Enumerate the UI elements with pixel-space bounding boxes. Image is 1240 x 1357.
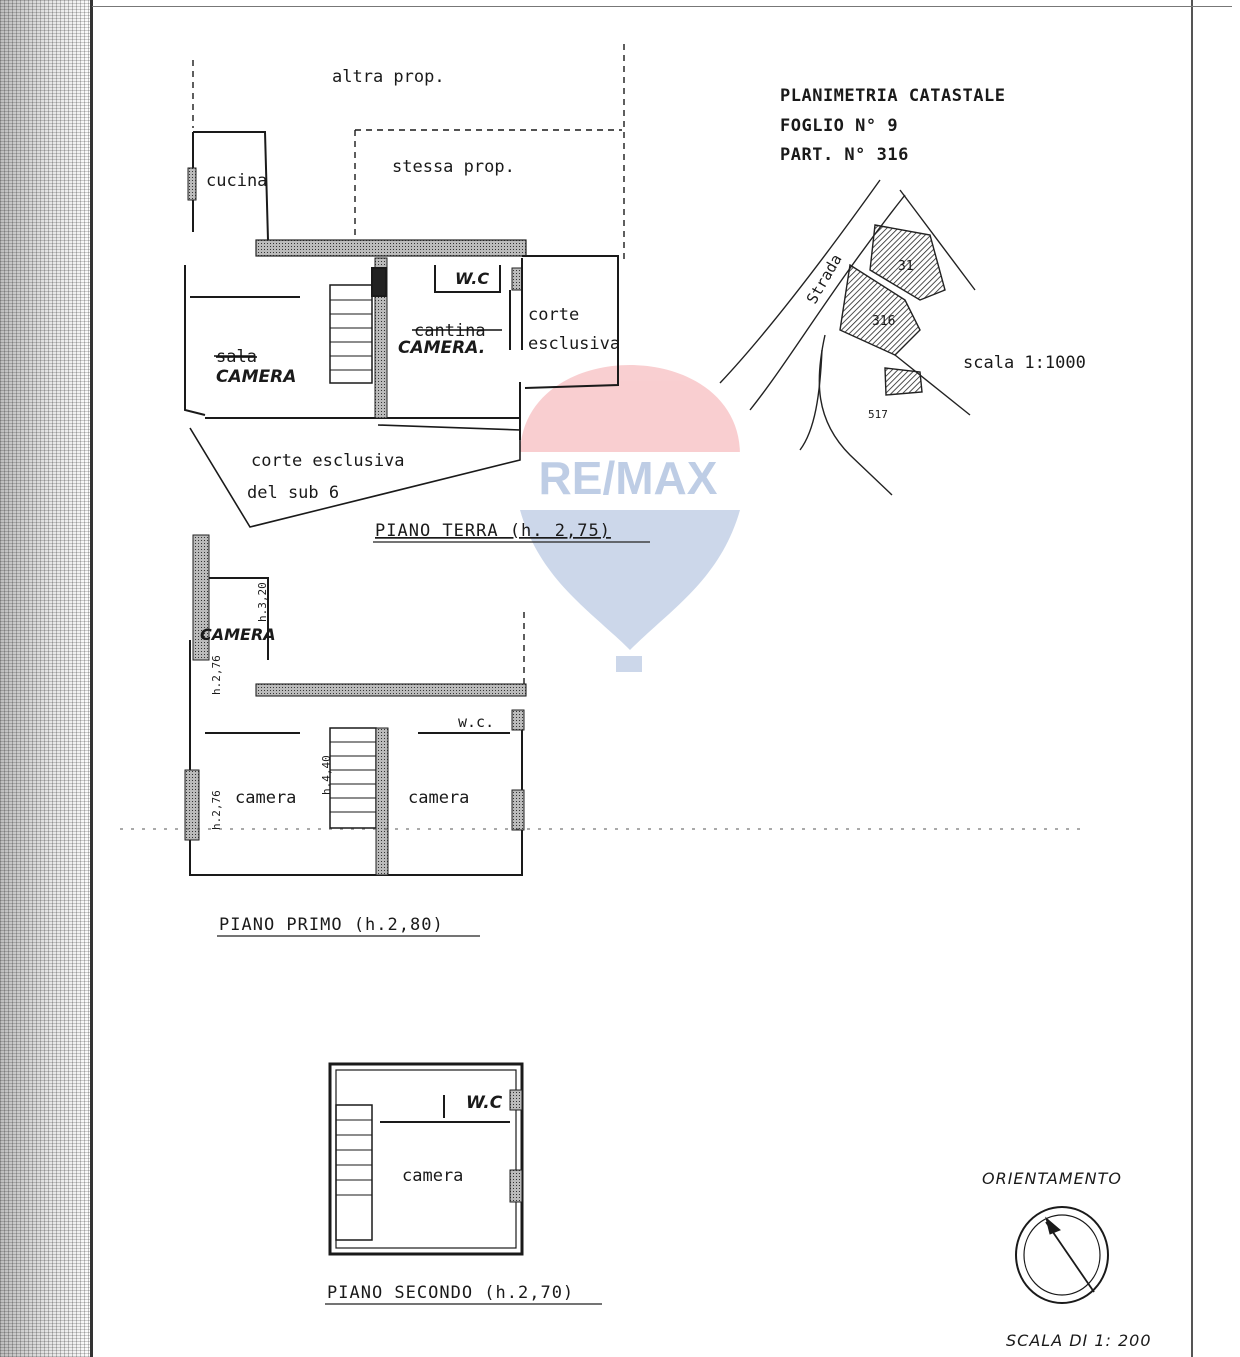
ground-room-right: CAMERA. bbox=[398, 338, 485, 358]
parcel-316-hatch bbox=[839, 263, 921, 356]
first-room-left: camera bbox=[235, 788, 296, 808]
second-room-camera: camera bbox=[402, 1166, 463, 1186]
ground-room-left: CAMERA bbox=[216, 367, 296, 387]
first-h-top: h.3,20 bbox=[256, 582, 269, 622]
site-plan bbox=[719, 179, 976, 496]
ground-label-other-prop: altra prop. bbox=[332, 67, 445, 87]
ground-label-same-prop: stessa prop. bbox=[392, 157, 515, 177]
left-margin-rule bbox=[90, 0, 93, 1357]
watermark-balloon-band bbox=[520, 452, 740, 512]
ground-court-line1: corte bbox=[528, 305, 579, 325]
watermark-balloon-bottom bbox=[520, 510, 740, 650]
site-road-label: Strada bbox=[803, 251, 846, 307]
ground-court-line2: esclusiva bbox=[528, 334, 620, 354]
ground-court-sub-line2: del sub 6 bbox=[247, 483, 339, 503]
ground-room-wc: W.C bbox=[455, 269, 489, 288]
header-sheet: FOGLIO N° 9 bbox=[780, 116, 898, 136]
first-floor-caption: PIANO PRIMO (h.2,80) bbox=[219, 915, 444, 935]
first-room-right: camera bbox=[408, 788, 469, 808]
ground-floor-plan bbox=[184, 44, 625, 528]
remax-watermark bbox=[520, 365, 740, 672]
header-title: PLANIMETRIA CATASTALE bbox=[780, 86, 1005, 106]
first-room-top: CAMERA bbox=[200, 625, 276, 644]
first-h-left-top: h.2,76 bbox=[210, 655, 223, 695]
right-margin-rule bbox=[1191, 0, 1193, 1357]
top-margin-rule bbox=[92, 6, 1232, 7]
first-h-left-bottom: h.2,76 bbox=[210, 790, 223, 830]
site-parcel-517: 517 bbox=[868, 408, 888, 421]
ground-sala-struck: sala bbox=[216, 347, 257, 367]
ground-floor-caption: PIANO TERRA (h. 2,75) bbox=[375, 521, 611, 541]
first-room-wc: w.c. bbox=[458, 713, 494, 731]
site-scale: scala 1:1000 bbox=[963, 353, 1086, 373]
ground-court-sub-line1: corte esclusiva bbox=[251, 451, 405, 471]
scanned-left-border bbox=[0, 0, 92, 1357]
first-floor-plan bbox=[184, 534, 527, 876]
first-stair-h: h.4,40 bbox=[320, 755, 333, 795]
compass-icon bbox=[1015, 1206, 1109, 1304]
second-room-wc: W.C bbox=[466, 1093, 503, 1113]
site-parcel-316: 316 bbox=[872, 314, 895, 329]
parcel-517-hatch bbox=[884, 367, 923, 396]
header-parcel: PART. N° 316 bbox=[780, 145, 909, 165]
orientation-label: ORIENTAMENTO bbox=[982, 1169, 1122, 1188]
watermark-brand: RE/MAX bbox=[539, 452, 718, 504]
drawing-scale: SCALA DI 1: 200 bbox=[1006, 1331, 1152, 1350]
second-floor-plan bbox=[328, 1062, 524, 1256]
watermark-basket bbox=[616, 656, 642, 672]
ground-room-kitchen: cucina bbox=[206, 171, 267, 191]
watermark-balloon-top bbox=[520, 365, 740, 455]
site-parcel-31: 31 bbox=[898, 259, 914, 274]
second-floor-caption: PIANO SECONDO (h.2,70) bbox=[327, 1283, 574, 1303]
parcel-31-hatch bbox=[869, 224, 946, 301]
ground-cantina-struck: cantina bbox=[414, 321, 486, 341]
